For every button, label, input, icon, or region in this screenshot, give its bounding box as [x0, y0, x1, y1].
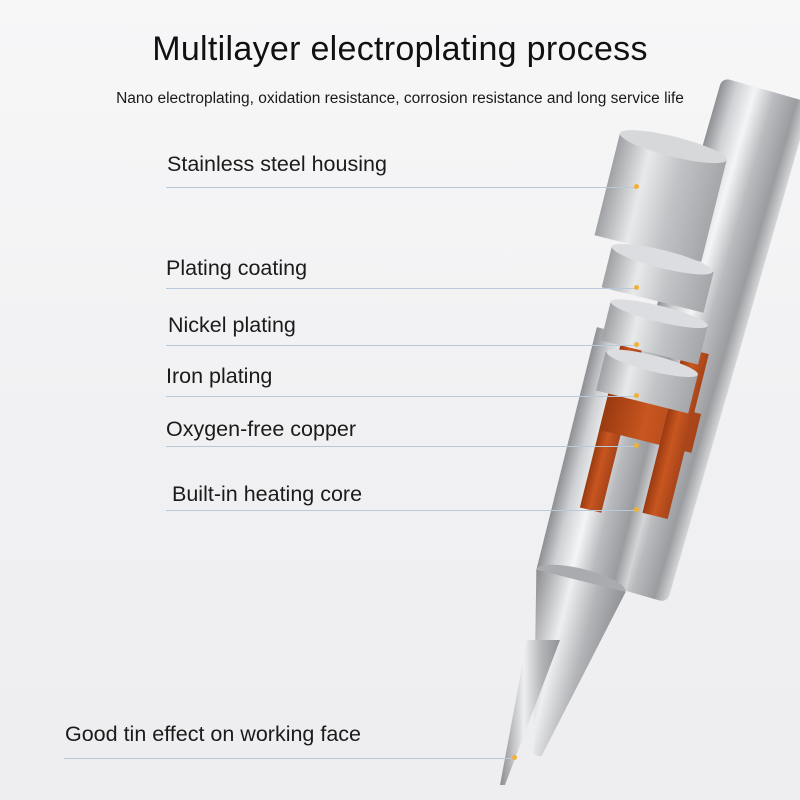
marker-dot	[634, 393, 639, 398]
leader-line-nickel	[166, 345, 636, 346]
leader-line-core	[166, 510, 636, 511]
layer-housing	[594, 130, 727, 262]
leader-line-iron	[166, 396, 636, 397]
marker-dot	[634, 285, 639, 290]
page-title: Multilayer electroplating process	[152, 30, 648, 68]
label-good-tin-effect: Good tin effect on working face	[65, 722, 362, 746]
layer-plating	[601, 243, 714, 313]
marker-dot	[512, 755, 517, 760]
label-plating-coating: Plating coating	[166, 256, 308, 280]
marker-dot	[634, 507, 639, 512]
layer-iron	[596, 349, 698, 414]
marker-dot	[634, 342, 639, 347]
leader-line-copper	[166, 446, 636, 447]
label-iron-plating: Iron plating	[166, 364, 273, 388]
label-built-in-heating-core: Built-in heating core	[172, 482, 363, 506]
label-nickel-plating: Nickel plating	[168, 313, 296, 337]
label-stainless-steel-housing: Stainless steel housing	[167, 152, 387, 176]
leader-line-plating	[166, 288, 636, 289]
leader-line-housing	[166, 187, 636, 188]
page-subtitle: Nano electroplating, oxidation resistanc…	[116, 90, 684, 107]
needle-point	[500, 640, 560, 785]
leader-line-tip	[64, 758, 514, 759]
marker-dot	[634, 443, 639, 448]
label-oxygen-free-copper: Oxygen-free copper	[166, 417, 357, 441]
layer-nickel	[601, 299, 708, 365]
marker-dot	[634, 184, 639, 189]
